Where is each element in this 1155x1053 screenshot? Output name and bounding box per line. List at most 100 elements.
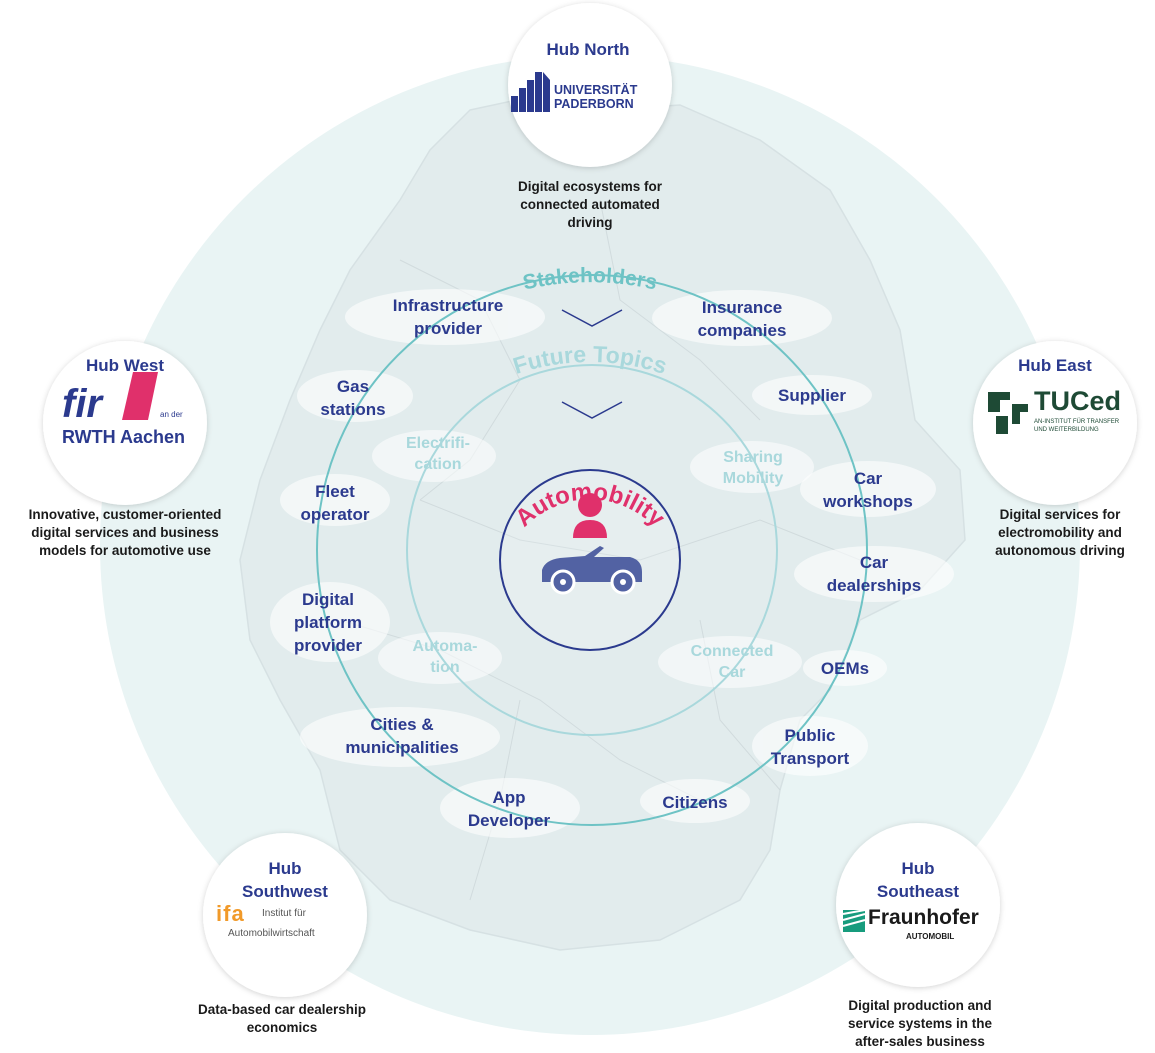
description-line: economics [246, 1020, 318, 1035]
stakeholder-line: workshops [823, 492, 913, 511]
stakeholder-line: provider [413, 319, 483, 338]
stakeholder-line: Fleet [315, 482, 355, 501]
stakeholder-line: Gas [336, 377, 370, 396]
topic-line: Mobility [722, 470, 784, 487]
hub-north-description: Digital ecosystems for connected automat… [518, 178, 662, 232]
description-line: autonomous driving [995, 543, 1125, 558]
fir-logo-text: fir [62, 382, 102, 426]
fraunhofer-logo-text: Fraunhofer [868, 906, 979, 929]
stakeholder-gas-stations: Gas stations [320, 375, 385, 421]
future-topics-ring [406, 364, 778, 736]
hub-east-circle [973, 341, 1137, 505]
description-line: after-sales business [855, 1034, 985, 1049]
description-line: Digital ecosystems for [517, 179, 663, 194]
stakeholder-line: platform [294, 613, 362, 632]
logo-line: AN-INSTITUT FÜR TRANSFER [1034, 419, 1120, 425]
logo-line: PADERBORN [554, 97, 634, 111]
topic-line: Automa- [412, 638, 478, 655]
description-line: Digital production and [848, 998, 992, 1013]
hub-southwest-description: Data-based car dealership economics [198, 1001, 366, 1037]
stakeholders-ring [316, 274, 868, 826]
topic-line: cation [414, 456, 462, 473]
paderborn-logo-mark [511, 72, 550, 112]
stakeholder-line: municipalities [345, 738, 459, 757]
hub-southeast-description: Digital production and service systems i… [848, 997, 992, 1051]
chevron-down-icon [561, 401, 623, 419]
hub-southeast-title: Hub Southeast [877, 857, 959, 903]
topic-sharing-mobility: Sharing Mobility [723, 447, 783, 489]
topic-line: Sharing [723, 449, 783, 466]
topic-line: tion [430, 659, 460, 676]
logo-line: UNIVERSITÄT [554, 83, 638, 97]
description-line: Innovative, customer-oriented [28, 507, 222, 522]
stakeholder-line: App [492, 788, 526, 807]
stakeholder-public-transport: Public Transport [771, 724, 849, 770]
hub-southwest-circle [203, 833, 367, 997]
description-line: electromobility and [998, 525, 1122, 540]
topic-electrification: Electrifi- cation [406, 433, 470, 475]
stakeholder-line: provider [293, 636, 363, 655]
description-line: driving [567, 215, 613, 230]
tuced-logo-text: TUCed [1034, 386, 1121, 416]
stakeholder-citizens: Citizens [662, 791, 727, 814]
stakeholder-line: Supplier [777, 386, 847, 405]
stakeholder-blobs [270, 289, 954, 838]
hub-east-title: Hub East [1018, 356, 1092, 375]
logo-line: UND WEITERBILDUNG [1034, 427, 1099, 433]
title-line: Hub [901, 859, 935, 878]
rwth-logo-text: RWTH Aachen [62, 427, 186, 447]
stakeholder-line: dealerships [826, 576, 922, 595]
hub-north-title: Hub North [546, 40, 630, 59]
stakeholder-line: Citizens [662, 793, 728, 812]
fraunhofer-logo-mark [842, 909, 866, 932]
fir-logo-mark [122, 372, 158, 420]
topic-line: Connected [690, 643, 774, 660]
hub-southeast-circle [836, 823, 1000, 987]
topic-line: Car [718, 664, 746, 681]
hub-west-description: Innovative, customer-oriented digital se… [29, 506, 222, 560]
stakeholder-line: Infrastructure [392, 296, 504, 315]
stakeholder-app-developer: App Developer [468, 786, 550, 832]
stakeholder-line: stations [320, 400, 386, 419]
hub-west-circle [43, 341, 207, 505]
description-line: connected automated [520, 197, 660, 212]
stakeholder-line: operator [300, 505, 370, 524]
topic-blobs [372, 430, 814, 688]
stakeholder-infrastructure: Infrastructure provider [393, 294, 504, 340]
stakeholder-car-dealerships: Car dealerships [827, 551, 922, 597]
stakeholder-supplier: Supplier [778, 384, 846, 407]
fir-logo-small: an der [160, 410, 183, 419]
tuced-logo-small: AN-INSTITUT FÜR TRANSFER UND WEITERBILDU… [1034, 418, 1119, 434]
stakeholder-line: Transport [770, 749, 850, 768]
stakeholder-line: companies [697, 321, 787, 340]
ifa-logo-line1: Institut für [262, 908, 306, 919]
ifa-logo-mark: ifa [216, 901, 245, 926]
paderborn-logo-text: UNIVERSITÄT PADERBORN [554, 83, 637, 111]
stakeholder-line: Car [853, 469, 883, 488]
tuced-logo-mark [988, 392, 1028, 434]
stakeholder-line: Insurance [701, 298, 783, 317]
topic-connected-car: Connected Car [691, 641, 774, 683]
topic-line: Electrifi- [405, 435, 471, 452]
stakeholder-line: OEMs [820, 659, 870, 678]
hub-east-description: Digital services for electromobility and… [995, 506, 1125, 560]
stakeholder-line: Public [784, 726, 836, 745]
hub-north-circle [508, 3, 672, 167]
stakeholder-fleet-operator: Fleet operator [301, 480, 370, 526]
stakeholder-oems: OEMs [821, 657, 869, 680]
description-line: Digital services for [999, 507, 1121, 522]
title-line: Hub [268, 859, 302, 878]
description-line: models for automotive use [39, 543, 211, 558]
person-icon [573, 493, 607, 538]
stakeholder-line: Cities & [370, 715, 434, 734]
ifa-logo-line2: Automobilwirtschaft [228, 928, 315, 939]
stakeholder-line: Digital [302, 590, 354, 609]
stakeholder-digital-platform: Digital platform provider [294, 588, 362, 657]
hub-southwest-title: Hub Southwest [242, 857, 328, 903]
chevron-down-icon [561, 309, 623, 327]
description-line: service systems in the [847, 1016, 993, 1031]
description-line: Data-based car dealership [197, 1002, 367, 1017]
stakeholder-car-workshops: Car workshops [823, 467, 913, 513]
